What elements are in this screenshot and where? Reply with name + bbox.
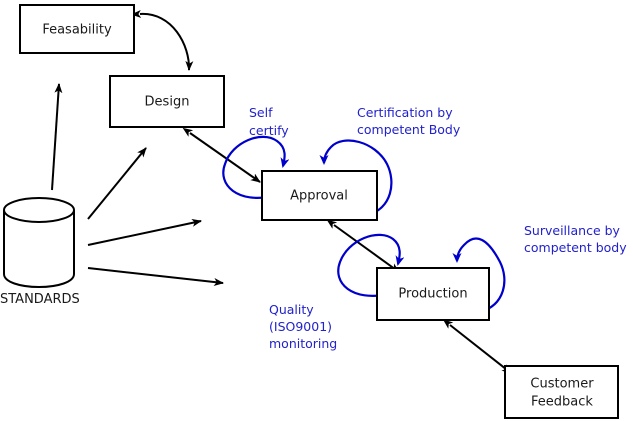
annotation-quality-line2: (ISO9001): [269, 319, 332, 334]
loop-certification-competent-body: [319, 139, 393, 217]
connector-standards-production: [87, 267, 224, 286]
node-feasability[interactable]: Feasability: [19, 4, 135, 54]
annotation-certification-competent-body: Certification by competent Body: [357, 105, 461, 137]
annotation-self-certify-line2: certify: [249, 123, 289, 138]
node-approval[interactable]: Approval: [261, 170, 378, 221]
annotation-surveillance-line2: competent body: [524, 240, 627, 255]
node-design-box: [109, 75, 225, 128]
connector-feasability-design: [131, 9, 194, 71]
node-customer-feedback-label-line2: Feedback: [531, 395, 593, 410]
node-production-box: [376, 267, 490, 321]
connector-approval-production: [326, 219, 400, 273]
node-feasability-box: [19, 4, 135, 54]
connector-standards-approval: [87, 218, 202, 246]
standards-cylinder-top: [3, 197, 75, 223]
data-store-standards[interactable]: STANDARDS: [0, 197, 80, 307]
node-design-label: Design: [145, 95, 190, 110]
annotation-quality-monitoring: Quality (ISO9001) monitoring: [269, 302, 337, 351]
annotation-surveillance-line1: Surveillance by: [524, 223, 621, 238]
annotation-self-certify-line1: Self: [249, 105, 273, 120]
annotation-self-certify: Self certify: [249, 105, 289, 138]
node-approval-label: Approval: [290, 189, 348, 204]
node-production[interactable]: Production: [376, 267, 490, 321]
node-approval-box: [261, 170, 378, 221]
standards-label: STANDARDS: [0, 292, 80, 307]
annotation-surveillance-competent-body: Surveillance by competent body: [524, 223, 627, 255]
node-production-label: Production: [398, 287, 467, 302]
node-design[interactable]: Design: [109, 75, 225, 128]
node-customer-feedback-box: [504, 365, 619, 419]
connector-standards-design: [87, 147, 147, 220]
connector-design-approval: [182, 127, 261, 183]
annotation-certification-line2: competent Body: [357, 122, 461, 137]
node-customer-feedback[interactable]: Customer Feedback: [504, 365, 619, 419]
node-customer-feedback-label-line1: Customer: [530, 377, 594, 392]
annotation-quality-line1: Quality: [269, 302, 314, 317]
node-feasability-label: Feasability: [42, 23, 112, 38]
loop-surveillance-competent-body: [452, 237, 506, 314]
annotation-certification-line1: Certification by: [357, 105, 453, 120]
connector-standards-feasability: [51, 83, 63, 191]
loop-quality-monitoring: [337, 233, 405, 297]
annotation-quality-line3: monitoring: [269, 336, 337, 351]
standards-cylinder-body: [3, 210, 75, 289]
connector-production-customer-feedback: [442, 319, 512, 374]
loop-self-certify: [222, 135, 290, 199]
